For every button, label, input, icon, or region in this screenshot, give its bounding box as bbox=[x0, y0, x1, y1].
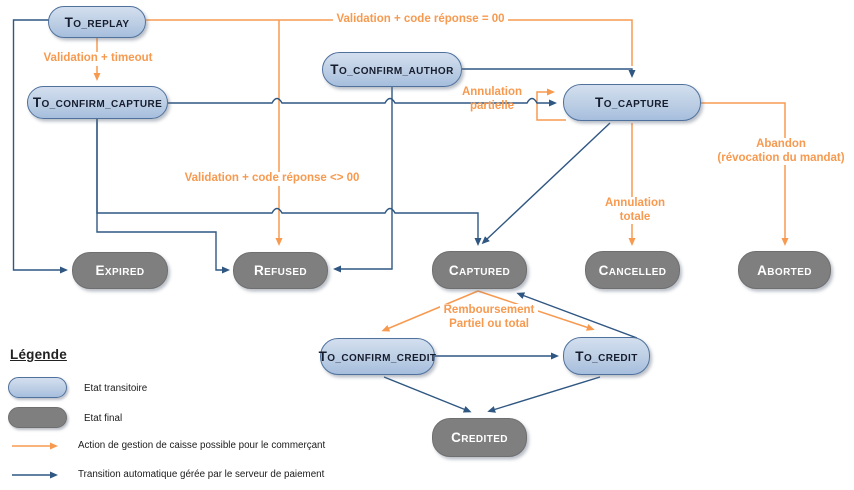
legend-final-label: Etat final bbox=[84, 413, 123, 424]
state-label-credited: CREDITED bbox=[451, 430, 508, 445]
edge-replay-validation-ok-to-capture bbox=[146, 19, 633, 66]
state-node-captured: CAPTURED bbox=[432, 251, 527, 289]
edge-credit-to-credited bbox=[487, 376, 601, 413]
legend-title: Légende bbox=[10, 347, 67, 362]
state-node-to-replay: TO_REPLAY bbox=[48, 6, 146, 38]
state-node-expired: EXPIRED bbox=[72, 252, 168, 289]
state-node-aborted: ABORTED bbox=[738, 251, 831, 289]
state-label-refused: REFUSED bbox=[253, 263, 308, 278]
state-label-to-confirm-credit: TO_CONFIRM_CREDIT bbox=[318, 349, 437, 364]
transition-label-annulation-partielle: Annulation partielle bbox=[461, 86, 523, 112]
state-node-to-confirm-author: TO_CONFIRM_AUTHOR bbox=[322, 52, 462, 87]
edge-confirm-author-to-capture bbox=[462, 68, 636, 78]
state-label-to-replay: TO_REPLAY bbox=[64, 14, 130, 30]
edge-capture-abandon-to-aborted bbox=[701, 102, 789, 246]
state-label-to-confirm-author: TO_CONFIRM_AUTHOR bbox=[330, 62, 454, 77]
legend-final-pill bbox=[8, 407, 67, 428]
state-node-credited: CREDITED bbox=[432, 418, 527, 457]
transition-label-remboursement: Remboursement Partiel ou total bbox=[440, 304, 538, 331]
edge-capture-partial-cancel-selfloop bbox=[536, 88, 566, 121]
state-node-to-credit: TO_CREDIT bbox=[563, 337, 650, 375]
legend-transitional-pill bbox=[8, 377, 67, 398]
transition-label-validation-code-ko: Validation + code réponse <> 00 bbox=[181, 172, 363, 186]
state-label-cancelled: CANCELLED bbox=[598, 262, 667, 278]
state-node-to-confirm-capture: TO_CONFIRM_CAPTURE bbox=[27, 86, 168, 119]
edge-confirm-capture-to-refused bbox=[96, 119, 230, 274]
edge-captured-refund-to-confirm-credit bbox=[381, 290, 479, 332]
transition-label-validation-timeout: Validation + timeout bbox=[27, 52, 169, 66]
edge-replay-to-expired bbox=[12, 19, 68, 274]
edge-confirm-capture-to-capture bbox=[168, 97, 557, 107]
edge-confirm-capture-to-captured bbox=[96, 119, 482, 246]
state-label-expired: EXPIRED bbox=[95, 263, 145, 278]
state-label-to-credit: TO_CREDIT bbox=[575, 348, 638, 364]
transition-label-abandon: Abandon (révocation du mandat) bbox=[706, 138, 854, 165]
state-node-cancelled: CANCELLED bbox=[585, 251, 680, 289]
edge-confirm-author-to-refused bbox=[333, 87, 393, 273]
state-label-to-capture: TO_CAPTURE bbox=[595, 95, 669, 110]
state-node-to-capture: TO_CAPTURE bbox=[563, 84, 701, 121]
edge-confirm-credit-to-credited bbox=[383, 376, 472, 413]
edge-capture-to-captured bbox=[481, 122, 611, 245]
state-label-captured: CAPTURED bbox=[448, 262, 511, 278]
legend-transitional-label: Etat transitoire bbox=[84, 383, 148, 394]
transition-label-validation-code-ok: Validation + code réponse = 00 bbox=[333, 13, 508, 27]
legend-merchant-action-label: Action de gestion de caisse possible pou… bbox=[78, 440, 326, 451]
state-label-to-confirm-capture: TO_CONFIRM_CAPTURE bbox=[32, 95, 163, 110]
state-label-aborted: ABORTED bbox=[757, 262, 812, 278]
state-node-to-confirm-credit: TO_CONFIRM_CREDIT bbox=[318, 338, 437, 375]
transition-label-annulation-totale: Annulation totale bbox=[598, 197, 672, 224]
state-node-refused: REFUSED bbox=[233, 252, 328, 289]
edge-credit-to-captured bbox=[516, 292, 638, 339]
legend-auto-transition-label: Transition automatique gérée par le serv… bbox=[78, 469, 325, 480]
